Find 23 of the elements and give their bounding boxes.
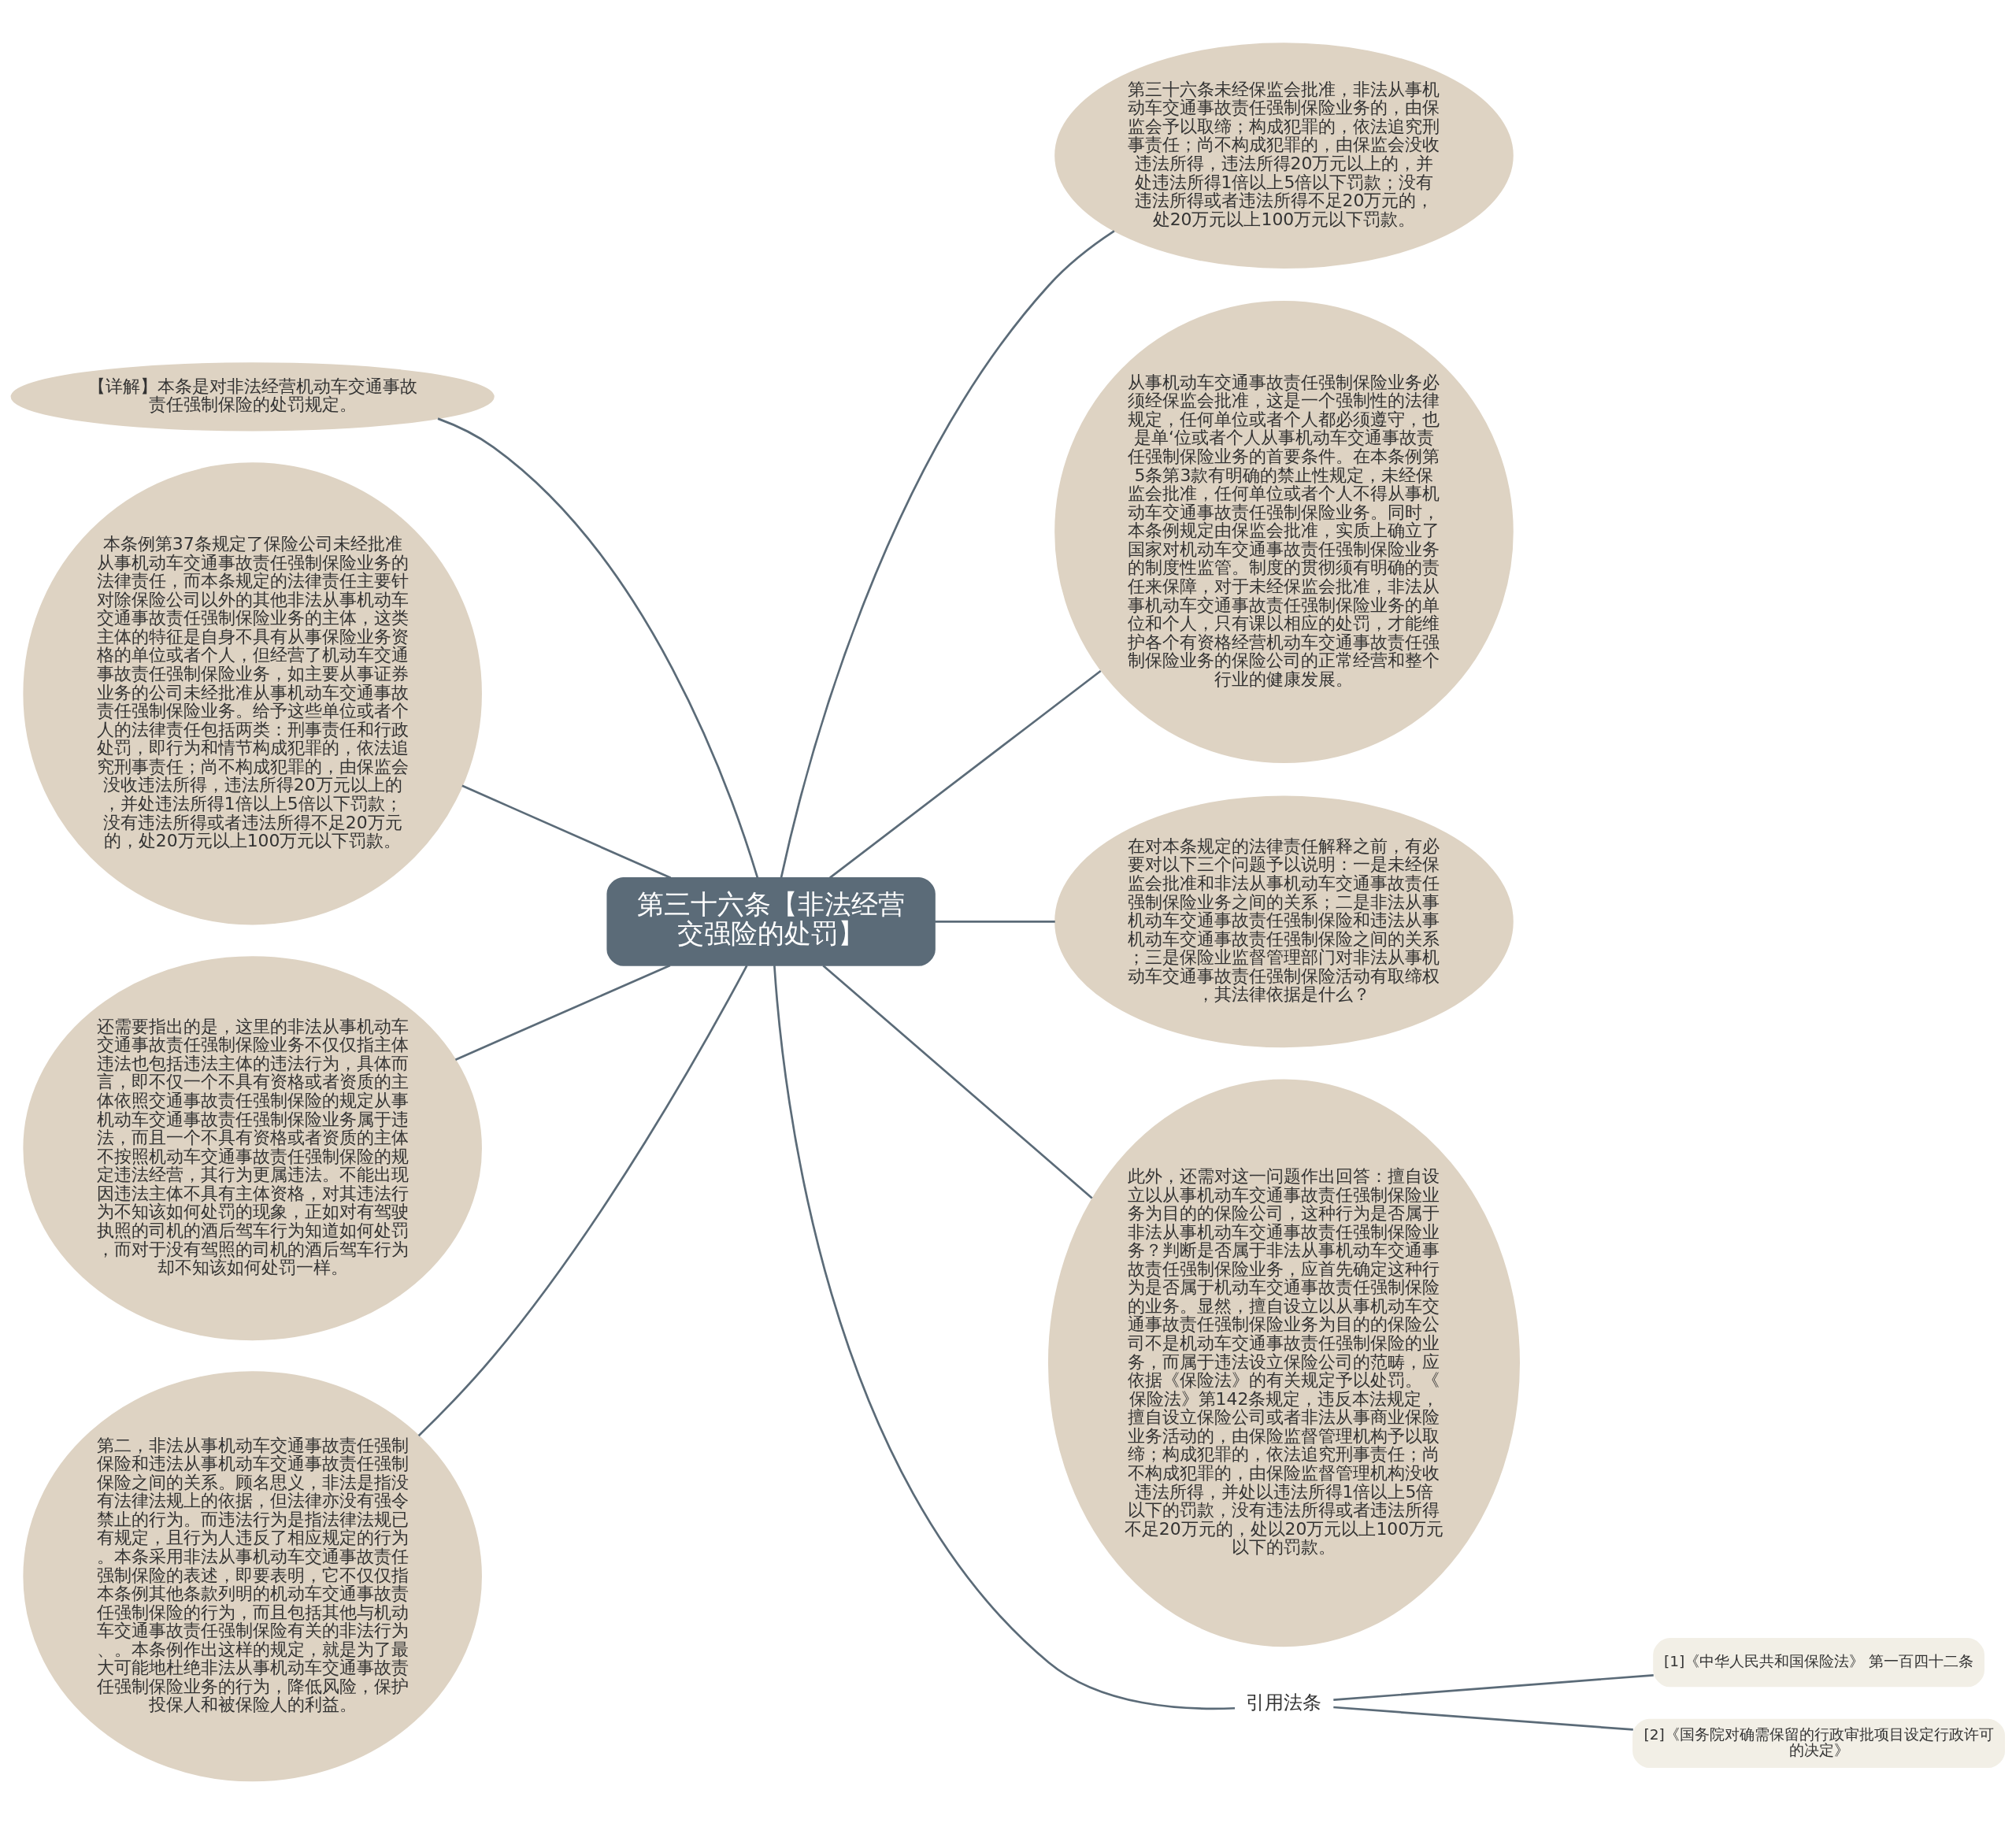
connector	[461, 784, 672, 879]
connector	[935, 920, 1055, 923]
connector	[780, 229, 1115, 878]
node-ellipse: 第三十六条未经保监会批准，非法从事机动车交通事故责任强制保险业务的，由保监会予以取缔；构成犯罪的，依法追究刑事责任；尚不构成犯罪的，由保监会没收违法所得，违法所得20万元以上的，并处违法所得1倍以上5倍以下罚款；没有违法所得或者违法所得不足20万元的，处20万元以上100万元以下罚款。	[1054, 42, 1514, 269]
node-ellipse: 还需要指出的是，这里的非法从事机动车交通事故责任强制保险业务不仅仅指主体违法也包括违法主体的违法行为，具体而言，即不仅一个不具有资格或者资质的主体依照交通事故责任强制保险的规定从事机动车交通事故责任强制保险业务属于违法，而且一个不具有资格或者资质的主体不按照机动车交通事故责任强制保险的规定违法经营，其行为更属违法。不能出现因违法主体不具有主体资格，对其违法行为不知该如何处罚的现象，正如对有驾驶执照的司机的酒后驾车行为知道如何处罚，而对于没有驾照的司机的酒后驾车行为却不知该如何处罚一样。	[23, 955, 482, 1340]
node-box: [2]《国务院对确需保留的行政审批项目设定行政许可的决定》	[1632, 1718, 2006, 1768]
node-ellipse: 第二，非法从事机动车交通事故责任强制保险和违法从事机动车交通事故责任强制保险之间的关系。顾名思义，非法是指没有法律法规上的依据，但法律亦没有强令禁止的行为。而违法行为是指法律法规已有规定，且行为人违反了相应规定的行为。本条采用非法从事机动车交通事故责任强制保险的表述，即要表明，它不仅仅指本条例其他条款列明的机动车交通事故责任强制保险的行为，而且包括其他与机动车交通事故责任强制保险有关的非法行为、。本条例作出这样的规定，就是为了最大可能地杜绝非法从事机动车交通事故责任强制保险业务的行为，降低风险，保护投保人和被保险人的利益。	[23, 1370, 482, 1781]
connector	[437, 417, 759, 878]
connector	[829, 669, 1102, 879]
connector	[454, 964, 671, 1061]
connector	[417, 964, 748, 1436]
node-ellipse: 【详解】本条是对非法经营机动车交通事故责任强制保险的处罚规定。	[10, 361, 495, 431]
connector	[1333, 1673, 1654, 1701]
connector	[822, 964, 1093, 1199]
node-box: [1]《中华人民共和国保险法》 第一百四十二条	[1653, 1637, 1984, 1687]
node-text: 引用法条	[1246, 1691, 1322, 1714]
node-ellipse: 在对本条规定的法律责任解释之前，有必要对以下三个问题予以说明：一是未经保监会批准和非法从事机动车交通事故责任强制保险业务之间的关系；二是非法从事机动车交通事故责任强制保险和违法从事机动车交通事故责任强制保险之间的关系；三是保险业监督管理部门对非法从事机动车交通事故责任强制保险活动有取缔权，其法律依据是什么？	[1054, 795, 1514, 1047]
node-box: 第三十六条【非法经营交强险的处罚】	[606, 876, 936, 966]
node-ellipse: 此外，还需对这一问题作出回答：擅自设立以从事机动车交通事故责任强制保险业务为目的的保险公司，这种行为是否属于非法从事机动车交通事故责任强制保险业务？判断是否属于非法从事机动车交通事故责任强制保险业务，应首先确定这种行为是否属于机动车交通事故责任强制保险的业务。显然，擅自设立以从事机动车交通事故责任强制保险业务为目的的保险公司不是机动车交通事故责任强制保险的业务，而属于违法设立保险公司的范畴，应依据《保险法》的有关规定予以处罚。《保险法》第142条规定，违反本法规定，擅自设立保险公司或者非法从事商业保险业务活动的，由保险监督管理机构予以取缔；构成犯罪的，依法追究刑事责任；尚不构成犯罪的，由保险监督管理机构没收违法所得，并处以违法所得1倍以上5倍以下的罚款，没有违法所得或者违法所得不足20万元的，处以20万元以上100万元以下的罚款。	[1047, 1079, 1520, 1647]
node-circle: 本条例第37条规定了保险公司未经批准从事机动车交通事故责任强制保险业务的法律责任，而本条规定的法律责任主要针对除保险公司以外的其他非法从事机动车交通事故责任强制保险业务的主体，这类主体的特征是自身不具有从事保险业务资格的单位或者个人，但经营了机动车交通事故责任强制保险业务，如主要从事证券业务的公司未经批准从事机动车交通事故责任强制保险业务。给予这些单位或者个人的法律责任包括两类：刑事责任和行政处罚，即行为和情节构成犯罪的，依法追究刑事责任；尚不构成犯罪的，由保监会没收违法所得，违法所得20万元以上的，并处违法所得1倍以上5倍以下罚款；没有违法所得或者违法所得不足20万元的，处20万元以上100万元以下罚款。	[23, 461, 482, 924]
connector	[1333, 1706, 1633, 1731]
connector	[773, 965, 1236, 1710]
node-circle: 从事机动车交通事故责任强制保险业务必须经保监会批准，这是一个强制性的法律规定，任何单位或者个人都必须遵守，也是单‘位或者个人从事机动车交通事故责任强制保险业务的首要条件。在本条例第5条第3款有明确的禁止性规定，未经保监会批准，任何单位或者个人不得从事机动车交通事故责任强制保险业务。同时，本条例规定由保监会批准，实质上确立了国家对机动车交通事故责任强制保险业务的制度性监管。制度的贯彻须有明确的责任来保障，对于未经保监会批准，非法从事机动车交通事故责任强制保险业务的单位和个人，只有课以相应的处罚，才能维护各个有资格经营机动车交通事故责任强制保险业务的保险公司的正常经营和整个行业的健康发展。	[1054, 300, 1514, 763]
